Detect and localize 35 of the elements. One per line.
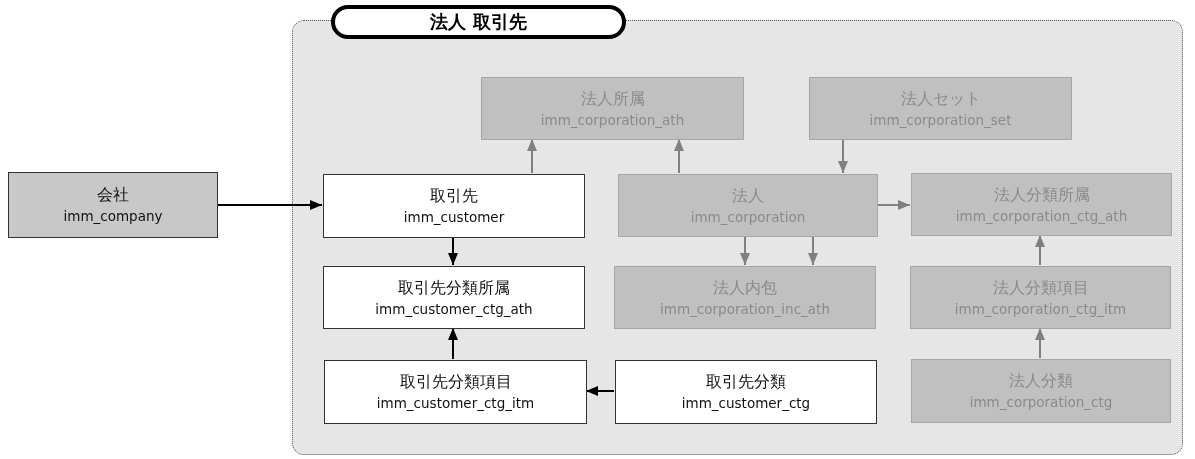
arrow — [1035, 234, 1045, 266]
arrow — [674, 138, 684, 174]
arrow — [808, 235, 818, 266]
table-name: imm_company — [63, 207, 163, 226]
entity-name: 取引先分類所属 — [398, 276, 510, 299]
table-box — [911, 359, 1171, 423]
table-box — [481, 77, 744, 140]
entity-name: 取引先分類項目 — [399, 371, 512, 393]
table-box — [8, 172, 218, 238]
entity-name: 会社 — [97, 184, 129, 206]
table-name: imm_customer_ctg — [681, 394, 811, 413]
table-name: imm_customer_ctg_itm — [376, 394, 535, 413]
arrow — [1035, 327, 1045, 359]
table-box — [615, 360, 877, 424]
table-box — [618, 174, 878, 237]
arrow — [876, 200, 911, 210]
table-name: imm_customer_ctg_ath — [375, 299, 533, 319]
table-box — [324, 360, 587, 424]
title-tab: 法人 取引先 — [331, 5, 626, 39]
entity-name: 取引先分類 — [706, 371, 786, 393]
table-box — [911, 173, 1172, 236]
table-box — [809, 77, 1072, 140]
arrow — [217, 200, 323, 210]
arrow — [527, 138, 537, 174]
arrow — [838, 138, 848, 174]
arrow — [740, 235, 750, 266]
table-box — [910, 266, 1171, 329]
table-box — [323, 174, 585, 238]
table-box — [323, 266, 585, 329]
table-box — [614, 266, 876, 329]
entity-name: 取引先 — [430, 185, 478, 207]
arrow — [585, 386, 615, 396]
arrow — [448, 327, 458, 360]
arrow — [448, 236, 458, 266]
table-name: imm_customer — [403, 208, 505, 227]
